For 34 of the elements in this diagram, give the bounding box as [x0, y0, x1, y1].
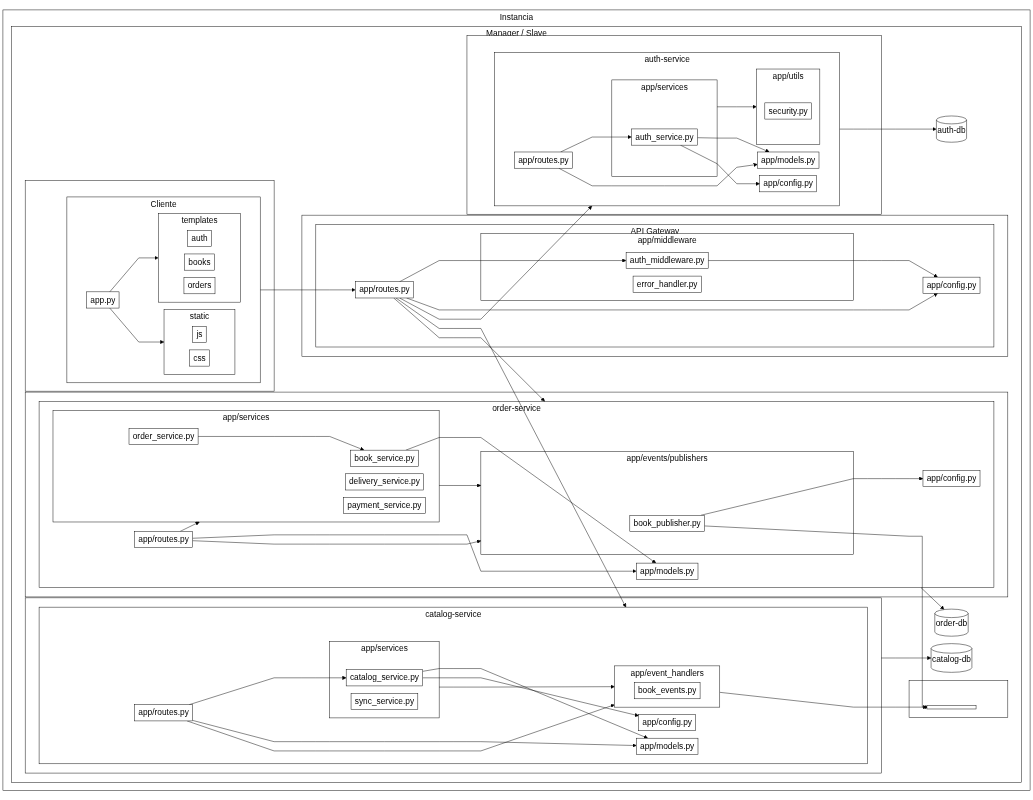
node-box: app/routes.py [134, 530, 193, 548]
node-box: book_events.py [634, 682, 701, 699]
node-box: app.py [86, 291, 120, 309]
cluster [24, 179, 275, 392]
node-box: app/models.py [636, 737, 699, 755]
node-box: auth_service.py [631, 128, 698, 146]
node-box: book_publisher.py [629, 514, 705, 532]
node-box: sync_service.py [350, 692, 419, 710]
cluster [908, 679, 1009, 718]
node-box: css [189, 349, 210, 367]
node-box: security.py [764, 102, 812, 120]
cluster [466, 35, 882, 215]
node-box: app/models.py [636, 562, 699, 580]
node-box: auth_middleware.py [625, 252, 709, 269]
node-box: app/routes.py [514, 151, 573, 169]
node-box [926, 704, 977, 710]
node-box: js [192, 325, 207, 343]
node-box: delivery_service.py [345, 473, 424, 491]
node-box: app/config.py [638, 714, 696, 731]
node-box: app/config.py [922, 470, 981, 487]
node-box: book_service.py [350, 449, 419, 467]
node-box: auth [187, 229, 212, 247]
node-box: books [184, 253, 215, 271]
node-box: orders [183, 277, 216, 294]
node-box: app/config.py [922, 276, 981, 294]
node-box: app/routes.py [134, 704, 193, 721]
node-box: catalog_service.py [345, 669, 423, 686]
node-box: payment_service.py [343, 497, 426, 514]
node-box: app/models.py [757, 151, 820, 169]
node-box: order_service.py [128, 427, 199, 445]
node-box: app/routes.py [355, 281, 414, 299]
cluster [301, 214, 1009, 357]
node-box: error_handler.py [632, 275, 702, 293]
node-box: app/config.py [759, 175, 817, 192]
